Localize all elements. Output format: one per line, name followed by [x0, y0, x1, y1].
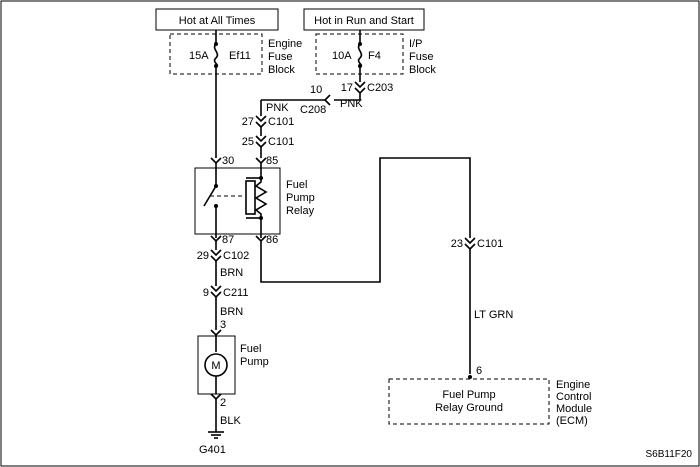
- relay-pin-30-terminal: [210, 157, 222, 165]
- ecm-label-1: Engine: [556, 379, 590, 391]
- relay-coil-node-top: [259, 176, 263, 180]
- wire-relay-86-to-c101c: [260, 157, 471, 283]
- relay-pin-87-label: 87: [222, 234, 234, 246]
- supply-label-hot-run-start: Hot in Run and Start: [314, 15, 414, 27]
- ip-fuse-block-label-1: I/P: [409, 38, 422, 50]
- wire-color-pnk-a: PNK: [266, 102, 289, 114]
- ground-symbol: [208, 431, 224, 439]
- connector-c211-symbol: [210, 285, 222, 299]
- pump-label-2: Pump: [240, 356, 269, 368]
- supply-label-hot-all-times: Hot at All Times: [179, 15, 256, 27]
- fuse-ef11-symbol: [213, 43, 219, 67]
- fuse-ef11-terminal-top: [214, 42, 218, 46]
- relay-label-2: Pump: [286, 192, 315, 204]
- c208-pin: 10: [310, 84, 322, 96]
- c101-b-pin: 25: [242, 136, 254, 148]
- relay-pin-85-label: 85: [266, 155, 278, 167]
- relay-pin-30-label: 30: [222, 155, 234, 167]
- c203-pin: 17: [341, 82, 353, 94]
- ip-fuse-block-label-2: Fuse: [409, 51, 433, 63]
- engine-fuse-block: 15A Ef11 Engine Fuse Block: [169, 33, 302, 76]
- c208-name: C208: [300, 104, 326, 116]
- figure-id: S6B11F20: [645, 449, 692, 460]
- c101-c-name: C101: [477, 238, 503, 250]
- connector-c203-symbol: [354, 81, 366, 95]
- relay-coil-core: [245, 180, 256, 215]
- ip-fuse-block-label-3: Block: [409, 64, 436, 76]
- relay-body: [194, 167, 281, 235]
- engine-fuse-rating: 15A: [189, 50, 209, 62]
- pump-label-1: Fuel: [240, 343, 261, 355]
- fuel-pump-relay: Fuel Pump Relay: [194, 163, 315, 238]
- wire-color-brn-b: BRN: [220, 306, 243, 318]
- ecm-pin: 6: [476, 365, 482, 377]
- supply-hot-in-run-and-start: Hot in Run and Start: [303, 8, 425, 31]
- ip-fuse-name: F4: [368, 50, 381, 62]
- ip-fuse-rating: 10A: [332, 50, 352, 62]
- supply-hot-at-all-times: Hot at All Times: [155, 8, 279, 31]
- relay-switch-pivot: [214, 184, 218, 188]
- ecm-box-line-2: Relay Ground: [435, 402, 503, 414]
- fuel-pump: 3 M 2 Fuel Pump: [197, 319, 269, 409]
- pump-motor-symbol: M: [211, 360, 220, 372]
- connector-c101-b-symbol: [255, 135, 267, 149]
- engine-fuse-block-label-3: Block: [268, 64, 295, 76]
- engine-fuse-block-label-1: Engine: [268, 38, 302, 50]
- relay-switch-contact: [214, 204, 218, 208]
- ecm-label-3: Module: [556, 403, 592, 415]
- wire-color-brn-a: BRN: [220, 267, 243, 279]
- pump-pin-bottom: 2: [220, 397, 226, 409]
- connector-c102-symbol: [210, 249, 222, 263]
- connector-c101-c-symbol: [464, 237, 476, 251]
- connector-c101-a-symbol: [255, 115, 267, 129]
- c211-name: C211: [223, 287, 248, 299]
- engine-fuse-name: Ef11: [229, 50, 251, 62]
- ecm-outline: [388, 378, 550, 425]
- engine-control-module: 6 Fuel Pump Relay Ground Engine Control …: [388, 365, 592, 427]
- relay-coil-zigzag: [254, 178, 268, 218]
- wire-color-lt-grn: LT GRN: [474, 309, 513, 321]
- ip-fuse-block: 10A F4 I/P Fuse Block: [315, 33, 436, 76]
- fuse-f4-terminal-top: [358, 42, 362, 46]
- c101-a-name: C101: [268, 116, 294, 128]
- ecm-box-line-1: Fuel Pump: [442, 389, 495, 401]
- relay-label-1: Fuel: [286, 179, 307, 191]
- c211-pin: 9: [203, 287, 209, 299]
- ecm-label-2: Control: [556, 391, 591, 403]
- relay-pin-85-terminal: [255, 157, 267, 165]
- relay-pin-86-label: 86: [266, 234, 278, 246]
- fuse-f4-symbol: [357, 43, 363, 67]
- c101-b-name: C101: [268, 136, 294, 148]
- c102-name: C102: [223, 250, 249, 262]
- engine-fuse-block-label-2: Fuse: [268, 51, 292, 63]
- pump-pin-top: 3: [220, 319, 226, 331]
- relay-label-3: Relay: [286, 205, 315, 217]
- c203-name: C203: [367, 82, 393, 94]
- wire-color-pnk-b: PNK: [340, 98, 363, 110]
- c101-a-pin: 27: [242, 116, 254, 128]
- c102-pin: 29: [197, 250, 209, 262]
- ecm-label-4: (ECM): [556, 415, 588, 427]
- ecm-pin-6-terminal: [468, 375, 472, 379]
- ground-name: G401: [199, 444, 226, 456]
- wire-color-blk: BLK: [220, 415, 241, 427]
- c101-c-pin: 23: [451, 238, 463, 250]
